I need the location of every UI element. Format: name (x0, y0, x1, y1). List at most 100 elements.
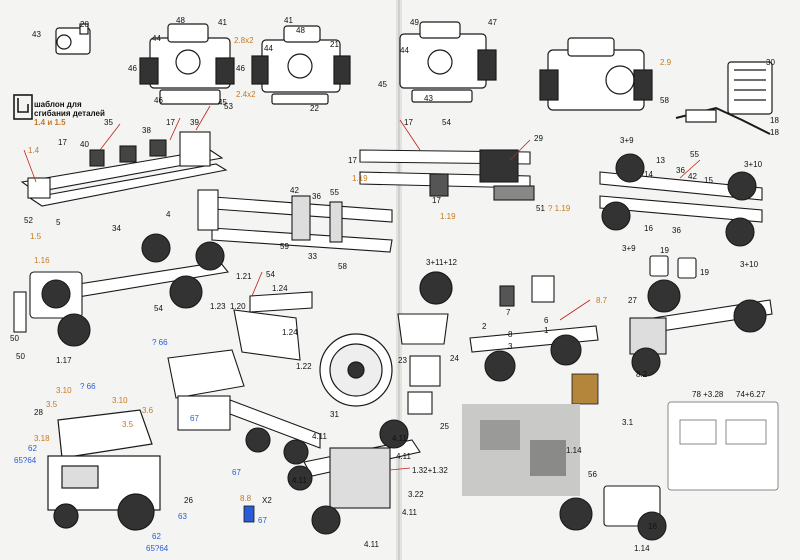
part-label: 3+9 (620, 136, 634, 145)
part-label: 45 (378, 80, 387, 89)
engine-bay-photo (462, 404, 580, 496)
part-label: 39 (190, 118, 199, 127)
chassis-with-engine (13, 233, 230, 347)
part-label: X2 (262, 496, 272, 505)
engine-drawing-2 (251, 25, 351, 105)
part-label: 48 (296, 26, 305, 35)
part-label: 78 +3.28 (692, 390, 724, 399)
part-label: 36 (676, 166, 685, 175)
part-label: 43 (424, 94, 433, 103)
part-label: 4.11 (396, 452, 411, 461)
part-label: 38 (142, 126, 151, 135)
engine-drawing-1 (139, 23, 235, 105)
part-label: 51 (536, 204, 545, 213)
part-label: 7 (506, 308, 511, 317)
part-label: 3+10 (740, 260, 759, 269)
part-label: 17 (58, 138, 67, 147)
part-label: 4.11 (312, 432, 327, 441)
part-label: 59 (280, 242, 289, 251)
part-label: 50 (10, 334, 19, 343)
part-label: 13 (656, 156, 665, 165)
part-label: 1.4 (28, 146, 40, 155)
front-axle-drawing (559, 485, 667, 541)
radiator-grille-part (571, 373, 599, 405)
part-label: 3 (508, 342, 513, 351)
part-label: 1.5 (30, 232, 42, 241)
part-label: 28 (34, 408, 43, 417)
part-label: 54 (266, 270, 275, 279)
part-label: 1.24 (282, 328, 298, 337)
part-label: 29 (534, 134, 543, 143)
part-label: 36 (672, 226, 681, 235)
part-label: 8.8 (240, 494, 252, 503)
part-label: 48 (176, 16, 185, 25)
part-label: 65?64 (14, 456, 37, 465)
part-label: 35 (104, 118, 113, 127)
part-label: 21 (330, 40, 339, 49)
part-label: 55 (690, 150, 699, 159)
part-label: 1.19 (440, 212, 456, 221)
part-label: 4.11 (292, 476, 307, 485)
part-label: 19 (700, 268, 709, 277)
part-label: 3.18 (34, 434, 50, 443)
part-label: 2.4x2 (236, 90, 256, 99)
part-label: 2.9 (660, 58, 672, 67)
part-label: 52 (24, 216, 33, 225)
part-label: 22 (310, 104, 319, 113)
part-label: 53 (224, 102, 233, 111)
part-label: 16 (648, 522, 657, 531)
part-label: 44 (152, 34, 161, 43)
part-label: 17 (404, 118, 413, 127)
part-label: 1.19 (352, 174, 368, 183)
part-label: 1.21 (236, 272, 252, 281)
part-label: 17 (348, 156, 357, 165)
part-label: 49 (410, 18, 419, 27)
radiator-drawing (727, 61, 773, 115)
part-label: 1.22 (296, 362, 312, 371)
part-label: 67 (232, 468, 241, 477)
part-label: 26 (184, 496, 193, 505)
exhaust-pipe-drawing (675, 106, 771, 135)
part-label: 3.10 (56, 386, 72, 395)
part-label: 3+11+12 (426, 258, 457, 267)
part-label: 3.22 (408, 490, 424, 499)
bending-template-note: шаблон для сгибания деталей 1.4 и 1.5 (34, 100, 105, 127)
part-label: 3+10 (744, 160, 763, 169)
cab-interior-drawing (667, 401, 779, 491)
part-label: 65?64 (146, 544, 169, 553)
bending-template-icon (13, 94, 33, 120)
part-label: 1.14 (634, 544, 650, 553)
template-line-1: шаблон для (34, 100, 82, 109)
chassis-underside (287, 419, 421, 535)
part-label: 3.5 (46, 400, 58, 409)
bracket-parts (397, 313, 449, 415)
part-label: 8 (508, 330, 513, 339)
part-label: 3.6 (142, 406, 154, 415)
part-label: 19 (660, 246, 669, 255)
part-67-small (243, 505, 255, 523)
part-label: 36 (312, 192, 321, 201)
template-line-3: 1.4 и 1.5 (34, 118, 66, 127)
chassis-bottom-center (469, 275, 599, 382)
part-label: 55 (330, 188, 339, 197)
part-label: 40 (80, 140, 89, 149)
part-label: 43 (32, 30, 41, 39)
part-label: 6 (544, 316, 549, 325)
rear-bumper-parts (233, 291, 313, 361)
gearbox-detail-drawing (55, 23, 91, 55)
part-label: 30 (766, 58, 775, 67)
part-label: 74+6.27 (736, 390, 766, 399)
truck-cab-front (47, 409, 161, 531)
part-label: ? 1.19 (548, 204, 571, 213)
template-line-2: сгибания деталей (34, 109, 105, 118)
part-label: 25 (440, 422, 449, 431)
part-label: 27 (628, 296, 637, 305)
engine-drawing-3 (399, 21, 497, 103)
part-label: ? 66 (80, 382, 96, 391)
part-label: 1.24 (272, 284, 288, 293)
part-label: 46 (154, 96, 163, 105)
part-label: 5 (56, 218, 61, 227)
part-label: 67 (258, 516, 267, 525)
part-label: 62 (152, 532, 161, 541)
